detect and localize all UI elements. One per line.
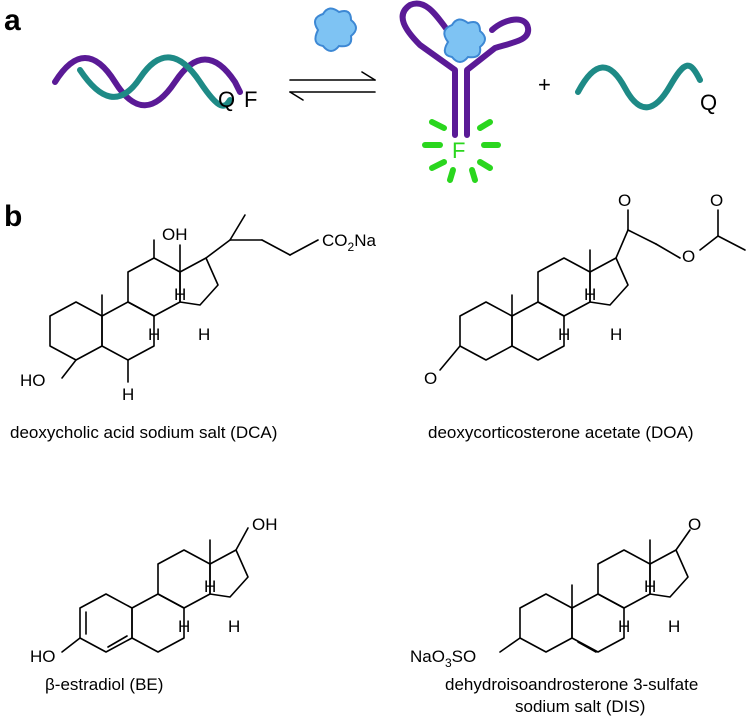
dis-h-3: H <box>668 617 680 636</box>
doa-h-3: H <box>610 325 622 344</box>
dca-h-1: H <box>148 325 160 344</box>
complex-fluorophore-label: F <box>452 138 465 163</box>
dis-h-2: H <box>644 577 656 596</box>
be-h-1: H <box>178 617 190 636</box>
fluorophore-label: F <box>244 87 257 112</box>
plus-sign: + <box>538 72 551 97</box>
dca-h-2: H <box>174 285 186 304</box>
be-h-2: H <box>204 577 216 596</box>
released-quencher-label: Q <box>700 90 717 115</box>
dis-o: O <box>688 515 701 534</box>
dca-co2na-label: CO2Na <box>322 231 376 254</box>
doa-o-ring: O <box>424 369 437 388</box>
doa-o-acyl: O <box>710 191 723 210</box>
equilibrium-arrows-icon <box>289 71 376 101</box>
doa-o-ketone: O <box>618 191 631 210</box>
doa-h-1: H <box>558 325 570 344</box>
dis-h-1: H <box>618 617 630 636</box>
doa-caption: deoxycorticosterone acetate (DOA) <box>428 423 694 442</box>
be-oh: OH <box>252 515 278 534</box>
dis-structure: O NaO3SO H H H <box>410 515 701 670</box>
dca-structure: OH HO CO2Na H H H H <box>20 214 376 404</box>
doa-structure: O O O O H H H <box>424 191 746 388</box>
dna-duplex: Q F <box>52 54 257 112</box>
dis-naoso-label: NaO3SO <box>410 647 476 670</box>
dca-caption: deoxycholic acid sodium salt (DCA) <box>10 423 277 442</box>
be-caption: β-estradiol (BE) <box>45 675 163 694</box>
be-structure: OH HO H H H <box>30 515 278 666</box>
dca-oh-top: OH <box>162 225 188 244</box>
quencher-label: Q <box>218 87 235 112</box>
dca-h-4: H <box>122 385 134 404</box>
doa-h-2: H <box>584 285 596 304</box>
target-molecule-icon <box>313 7 357 52</box>
be-ho: HO <box>30 647 56 666</box>
released-complement-strand: Q <box>575 62 717 115</box>
dis-caption-line2: sodium salt (DIS) <box>515 697 645 716</box>
dis-caption-line1: dehydroisoandrosterone 3-sulfate <box>445 675 698 694</box>
be-h-3: H <box>228 617 240 636</box>
dca-ho-left: HO <box>20 371 46 390</box>
panel-a-label: a <box>4 4 21 37</box>
panel-b-label: b <box>4 200 22 233</box>
aptamer-target-complex: F <box>399 0 532 183</box>
fluorescence-burst-icon <box>422 119 501 183</box>
doa-o-ester: O <box>682 247 695 266</box>
dca-h-3: H <box>198 325 210 344</box>
